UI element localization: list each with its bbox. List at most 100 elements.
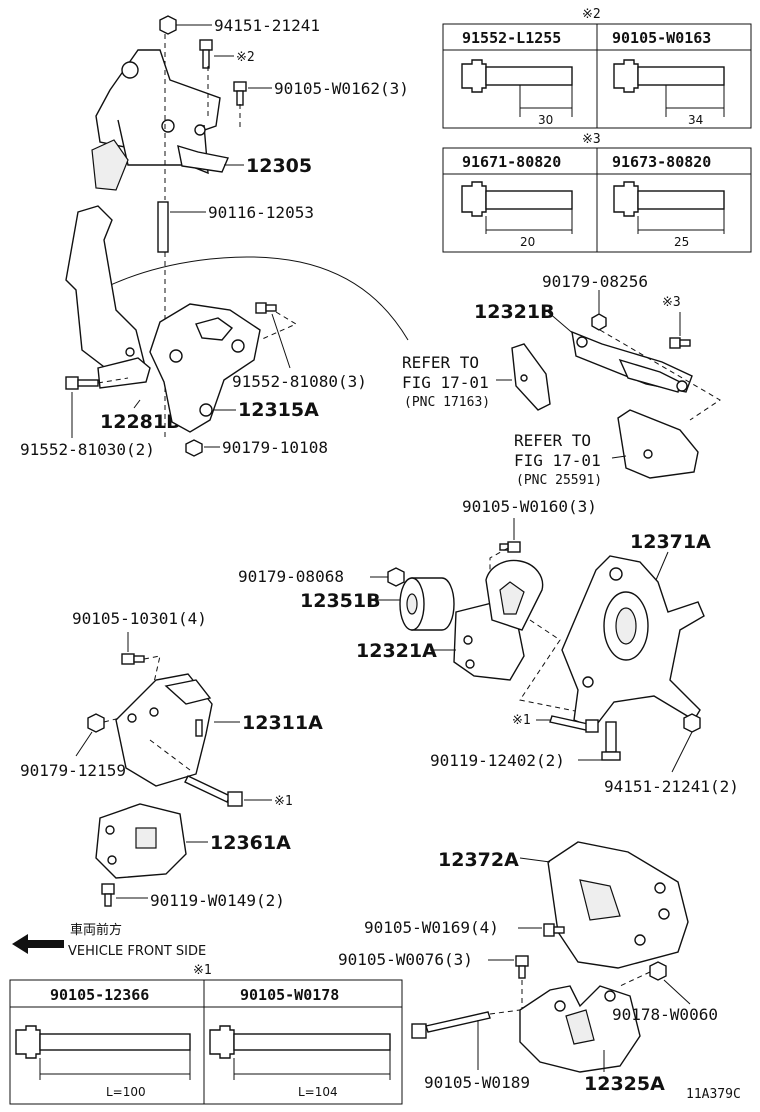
stud-icon [157, 201, 169, 253]
label-12371A: 12371A [630, 531, 711, 553]
label-90105-W0169: 90105-W0169(4) [364, 918, 499, 937]
bolt-icon [184, 775, 243, 807]
label-mark2: ※2 [236, 50, 255, 65]
label-90119-12402: 90119-12402(2) [430, 751, 565, 770]
refer2-line1: REFER TO [514, 431, 591, 450]
bolt-icon [411, 1011, 491, 1039]
label-12325A: 12325A [584, 1073, 665, 1095]
label-12321A: 12321A [356, 640, 437, 662]
bolt-icon [255, 302, 277, 314]
bolt-icon [101, 883, 115, 907]
label-12361A: 12361A [210, 832, 291, 854]
bolt-icon [543, 923, 565, 937]
label-12372A: 12372A [438, 849, 519, 871]
bracket-12372A [547, 841, 689, 969]
bolt-icon [233, 81, 247, 106]
bolt-icon [461, 59, 573, 117]
bolt-icon [613, 181, 725, 234]
label-90105-W0162: 90105-W0162(3) [274, 79, 409, 98]
table-note1-mark: ※1 [193, 963, 212, 978]
label-90105-W0189: 90105-W0189 [424, 1073, 530, 1092]
bracket-12281B [65, 205, 151, 389]
table-note3-dim-1: 20 [520, 235, 535, 249]
nut-icon [591, 313, 607, 331]
bolt-icon [669, 337, 691, 349]
table-note3: ※3 91671-80820 91673-80820 20 25 [442, 132, 752, 253]
label-12321B: 12321B [474, 301, 555, 323]
bushing-12351B [399, 577, 455, 631]
table-note1: ※1 90105-12366 90105-W0178 L=100 L=104 [9, 963, 403, 1105]
bolt-icon [499, 541, 521, 553]
label-12351B: 12351B [300, 590, 381, 612]
label-mark1b: ※1 [274, 794, 293, 809]
bolt-icon [549, 715, 599, 733]
nut-icon [683, 713, 701, 733]
bolt-icon [209, 1025, 391, 1080]
label-90178-W0060: 90178-W0060 [612, 1005, 718, 1024]
table-note2-dim-2: 34 [688, 113, 703, 127]
label-94151-21241-2: 94151-21241(2) [604, 777, 739, 796]
figure-code: 11A379C [686, 1087, 741, 1102]
bracket-12325A [519, 985, 641, 1073]
bolt-icon [613, 59, 725, 117]
nut-icon [649, 961, 667, 981]
table-note1-dim-1: L=100 [106, 1085, 146, 1099]
refer2-pnc: (PNC 25591) [516, 473, 602, 488]
label-12315A: 12315A [238, 399, 319, 421]
table-note2-mark: ※2 [582, 7, 601, 22]
bolt-icon [515, 955, 529, 979]
refer1-line2: FIG 17-01 [402, 373, 489, 392]
table-note3-header-2: 91673-80820 [612, 153, 711, 171]
stud-icon [601, 721, 621, 761]
table-note2-dim-1: 30 [538, 113, 553, 127]
table-note1-dim-2: L=104 [298, 1085, 338, 1099]
label-90116-12053: 90116-12053 [208, 203, 314, 222]
table-note3-header-1: 91671-80820 [462, 153, 561, 171]
label-90119-W0149: 90119-W0149(2) [150, 891, 285, 910]
label-91552-81080: 91552-81080(3) [232, 372, 367, 391]
nut-icon [387, 567, 405, 587]
label-90105-W0160: 90105-W0160(3) [462, 497, 597, 516]
bolt-icon [65, 376, 99, 390]
label-front-jp: 車両前方 [70, 922, 122, 938]
label-91552-81030: 91552-81030(2) [20, 440, 155, 459]
arrow-left-icon [12, 934, 64, 954]
table-note2: ※2 91552-L1255 90105-W0163 30 34 [442, 7, 752, 129]
label-90105-10301: 90105-10301(4) [72, 609, 207, 628]
table-note3-dim-2: 25 [674, 235, 689, 249]
bolt-icon [15, 1025, 191, 1080]
table-note2-header-2: 90105-W0163 [612, 29, 711, 47]
refer1-pnc: (PNC 17163) [404, 395, 490, 410]
engine-mount-12371A [561, 555, 705, 729]
bracket-small [617, 409, 699, 479]
refer1-line1: REFER TO [402, 353, 479, 372]
bolt-icon [461, 181, 573, 234]
label-90105-W0076: 90105-W0076(3) [338, 950, 473, 969]
label-mark1a: ※1 [512, 713, 531, 728]
label-mark3: ※3 [662, 295, 681, 310]
label-front-en: VEHICLE FRONT SIDE [68, 944, 206, 959]
nut-icon [185, 439, 203, 457]
table-note3-mark: ※3 [582, 132, 601, 147]
table-note1-header-2: 90105-W0178 [240, 986, 339, 1004]
torque-rod-12321B [571, 330, 693, 393]
bolt-icon [121, 653, 145, 665]
bolt-icon [199, 39, 213, 69]
table-note2-header-1: 91552-L1255 [462, 29, 561, 47]
label-90179-08068: 90179-08068 [238, 567, 344, 586]
bracket-12321A [453, 559, 544, 681]
bracket-small [511, 343, 551, 411]
label-90179-08256: 90179-08256 [542, 272, 648, 291]
label-90179-12159: 90179-12159 [20, 761, 126, 780]
nut-icon [159, 15, 177, 35]
label-94151-21241: 94151-21241 [214, 16, 320, 35]
label-12281B: 12281B [100, 411, 181, 433]
engine-mount-12305 [91, 49, 229, 191]
table-note1-header-1: 90105-12366 [50, 986, 149, 1004]
label-12305: 12305 [246, 155, 312, 177]
bracket-12311A [115, 673, 213, 787]
refer2-line2: FIG 17-01 [514, 451, 601, 470]
mount-12361A [95, 803, 187, 879]
label-90179-10108: 90179-10108 [222, 438, 328, 457]
